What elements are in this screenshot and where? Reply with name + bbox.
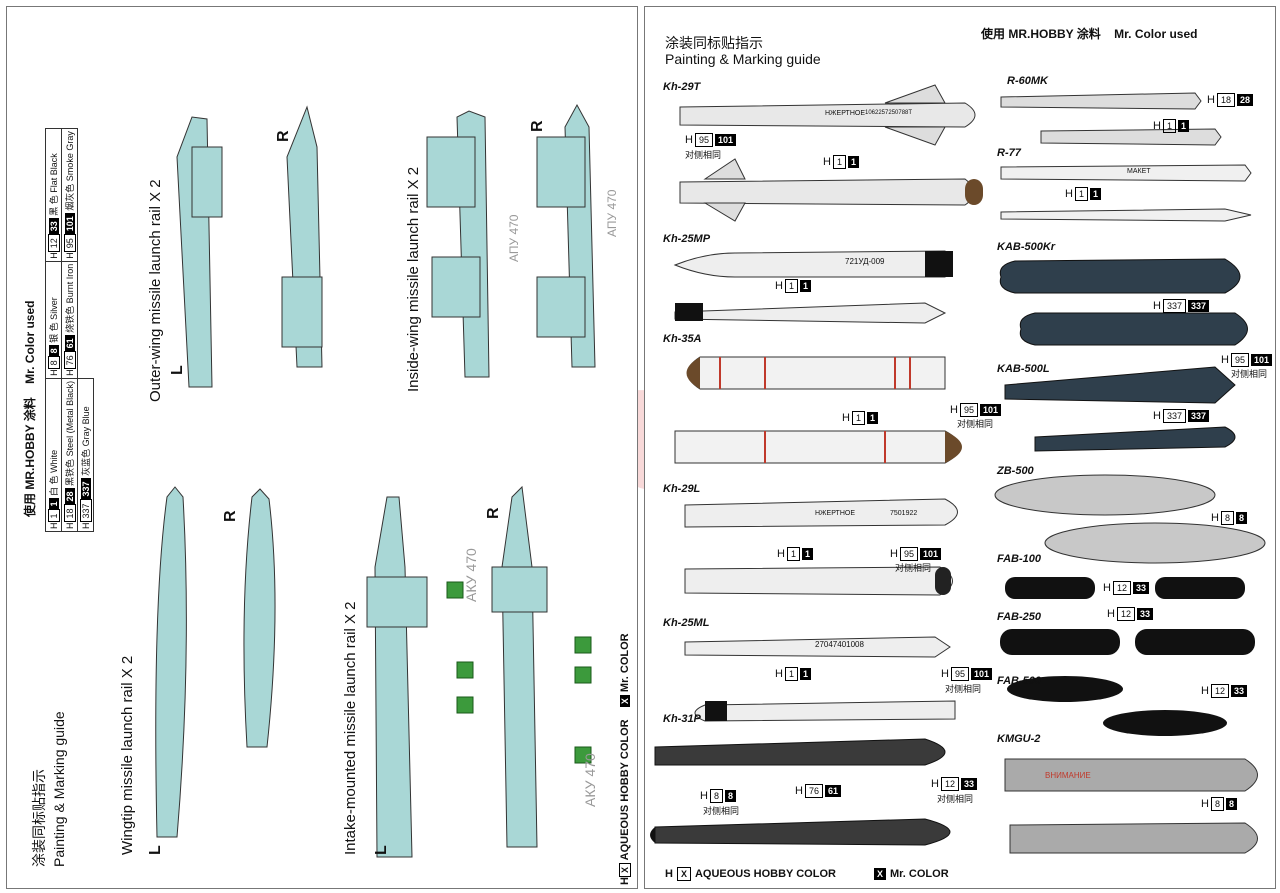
outer-wing-rail-title: Outer-wing missile launch rail X 2 [147, 179, 164, 402]
outer-l: L [169, 365, 186, 375]
right-title-cn: 涂装同标贴指示 [665, 35, 763, 51]
right-page: 涂装同标贴指示 Painting & Marking guide 使用 MR.H… [644, 6, 1276, 889]
zb-500-drawing [994, 474, 1266, 564]
kmgu-2-marking: ВНИМАНИЕ [1045, 771, 1091, 780]
weapon-drawings [650, 84, 1266, 854]
outer-r: R [275, 130, 292, 142]
stencil-aku: АКУ 470 [463, 548, 479, 602]
rail-drawings [155, 103, 596, 858]
label-fab-250: FAB-250 [997, 611, 1042, 623]
wingtip-r: R [222, 510, 239, 522]
label-zb-500: ZB-500 [997, 465, 1034, 477]
label-r-60mk: R-60MK [1007, 75, 1048, 87]
label-fab-100: FAB-100 [997, 553, 1042, 565]
same-note-2: 对侧相同 [957, 419, 994, 429]
label-kmgu-2: KMGU-2 [997, 733, 1041, 745]
stencil-aku-2: АКУ 470 [582, 753, 598, 807]
intake-rail-right [501, 485, 538, 848]
intake-rail-title: Intake-mounted missile launch rail X 2 [342, 601, 359, 855]
stencil-apu-2: АПУ 470 [605, 189, 619, 237]
kh-25mp-drawing [673, 250, 953, 324]
fab-250-drawing [1000, 629, 1120, 655]
kh-29t-serial: 1062257250788T [865, 110, 913, 116]
inside-r: R [529, 120, 546, 132]
label-kh-29l: Kh-29L [663, 483, 701, 495]
kh-31p-drawing [650, 738, 951, 846]
inside-wing-rail-title: Inside-wing missile launch rail X 2 [405, 166, 422, 392]
label-kh-29t: Kh-29T [663, 81, 701, 93]
intake-rail-left [374, 496, 413, 858]
wingtip-l: L [147, 845, 164, 855]
same-note-3: 对侧相同 [895, 563, 932, 573]
same-note-7: 对侧相同 [1231, 369, 1268, 379]
left-page: 涂装同标贴指示 Painting & Marking guide 使用 MR.H… [6, 6, 638, 889]
label-kab-500l: KAB-500L [997, 363, 1050, 375]
label-kh-25mp: Kh-25MP [663, 233, 711, 245]
same-note-5: 对侧相同 [703, 806, 740, 816]
kh-25ml-serial: 27047401008 [815, 640, 864, 649]
kh-25ml-drawing [684, 636, 956, 722]
wingtip-rail-right [243, 488, 276, 748]
r-77-drawing [1000, 164, 1252, 222]
label-kh-31p: Kh-31P [663, 713, 701, 725]
kh-29t-drawing [679, 84, 983, 222]
label-kab-500kr: KAB-500Kr [997, 241, 1056, 253]
kh-29l-drawing [684, 498, 958, 596]
same-note-4: 对侧相同 [945, 684, 982, 694]
r-77-marking: МАКЕТ [1127, 168, 1151, 175]
label-kh-25ml: Kh-25ML [663, 617, 710, 629]
label-kh-35a: Kh-35A [663, 333, 702, 345]
same-note-6: 对侧相同 [937, 794, 974, 804]
fab-100-drawing [1005, 577, 1095, 599]
wingtip-rail-left [155, 486, 187, 838]
label-r-77: R-77 [997, 147, 1021, 159]
r-60mk-drawing [1000, 92, 1222, 146]
right-title-en: Painting & Marking guide [665, 51, 821, 67]
stencil-apu: АПУ 470 [507, 214, 521, 262]
kh-29t-marking: НЖЕРТНОЕ [825, 110, 865, 117]
kh-35a-drawing [674, 356, 962, 464]
kmgu-2-drawing [1004, 758, 1258, 854]
same-note-1: 对侧相同 [685, 150, 722, 160]
intake-r: R [485, 507, 502, 519]
kab-500l-drawing [1004, 366, 1236, 452]
right-color-header: 使用 MR.HOBBY 涂料 Mr. Color used [981, 27, 1198, 41]
wingtip-rail-title: Wingtip missile launch rail X 2 [119, 655, 136, 855]
intake-l: L [373, 845, 390, 855]
kh-25mp-marking: 721УД-009 [845, 257, 885, 266]
kh-29l-serial: 7501922 [890, 510, 918, 517]
kh-29l-marking: НЖЕРТНОЕ [815, 510, 855, 517]
fab-500-drawing [1007, 676, 1123, 702]
left-footer: HX AQUEOUS HOBBY COLOR X Mr. COLOR [619, 633, 631, 885]
kab-500kr-drawing [999, 258, 1248, 346]
green-decal [446, 581, 464, 599]
label-fab-500: FAB-500 [997, 675, 1042, 687]
